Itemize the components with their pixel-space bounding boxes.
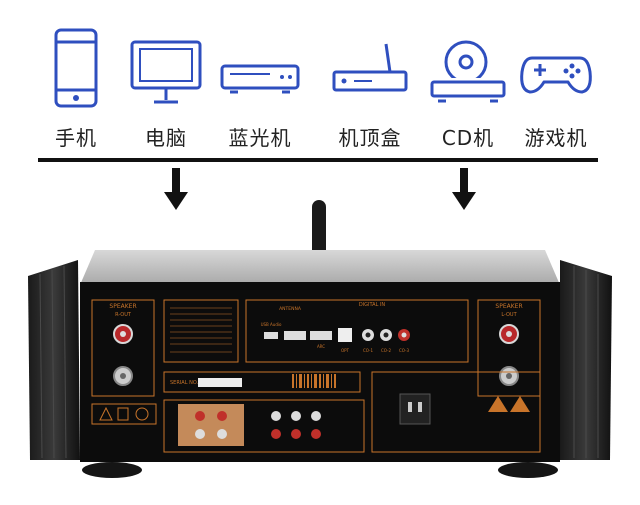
left-heatsink — [28, 260, 80, 460]
speaker-right-label: SPEAKER — [109, 303, 136, 310]
speaker-right-sub: R-OUT — [115, 312, 132, 318]
hdmi-arc-port[interactable] — [310, 331, 332, 340]
barcode — [292, 374, 336, 388]
monitor-icon — [130, 40, 202, 104]
bluray-player-icon — [220, 64, 300, 94]
gamepad-icon — [520, 56, 592, 94]
rca-input[interactable] — [311, 411, 321, 421]
cd-player-icon — [430, 40, 506, 103]
speaker-terminal[interactable] — [499, 366, 519, 386]
rca-input[interactable] — [291, 411, 301, 421]
device-console: 游戏机 — [508, 28, 604, 151]
speaker-left-label: SPEAKER — [495, 303, 522, 310]
rca-input[interactable] — [217, 429, 227, 439]
usb-label: USB Audio — [261, 322, 282, 327]
speaker-terminal[interactable] — [113, 366, 133, 386]
coax-label: CO-2 — [381, 348, 391, 353]
rca-input[interactable] — [217, 411, 227, 421]
device-label: 蓝光机 — [228, 126, 292, 150]
device-computer: 电脑 — [118, 28, 214, 151]
device-label: 手机 — [55, 126, 97, 150]
divider-line — [38, 158, 598, 162]
coax-label: CO-1 — [363, 348, 373, 353]
coax-label: CO-3 — [399, 348, 409, 353]
device-label: 游戏机 — [524, 126, 588, 150]
device-label: 机顶盒 — [338, 126, 402, 150]
hdmi-port[interactable] — [284, 331, 306, 340]
down-arrow-icon — [452, 168, 476, 210]
coax-port[interactable] — [398, 329, 410, 341]
coax-port[interactable] — [380, 329, 392, 341]
speaker-terminal[interactable] — [499, 324, 519, 344]
amplifier-rear-panel: SPEAKER R-OUT SPEAKER L-OUT ANTENNA DIGI… — [28, 200, 612, 478]
usb-port[interactable] — [264, 332, 278, 339]
device-phone: 手机 — [28, 28, 124, 151]
speaker-terminal[interactable] — [113, 324, 133, 344]
digital-in-label: DIGITAL IN — [359, 302, 386, 308]
source-devices-row: 手机 电脑 蓝光机 机顶盒 — [0, 0, 640, 150]
smartphone-icon — [54, 28, 98, 108]
hdmi-label: ARC — [317, 344, 325, 349]
rca-input[interactable] — [271, 411, 281, 421]
device-cd: CD机 — [420, 28, 516, 151]
rca-input[interactable] — [291, 429, 301, 439]
settop-box-icon — [332, 43, 408, 92]
opt-label: OPT — [341, 348, 350, 353]
right-heatsink — [560, 260, 612, 460]
speaker-left-sub: L-OUT — [501, 312, 517, 318]
warning-icons — [91, 403, 157, 425]
down-arrow-icon — [164, 168, 188, 210]
optical-port[interactable] — [338, 328, 352, 342]
coax-port[interactable] — [362, 329, 374, 341]
rca-input[interactable] — [271, 429, 281, 439]
device-label: CD机 — [441, 126, 495, 150]
rca-input[interactable] — [195, 429, 205, 439]
device-bluray: 蓝光机 — [212, 28, 308, 151]
power-inlet[interactable] — [399, 393, 431, 425]
rca-input[interactable] — [195, 411, 205, 421]
rca-input[interactable] — [311, 429, 321, 439]
antenna-label: ANTENNA — [279, 306, 302, 312]
device-settop: 机顶盒 — [322, 28, 418, 151]
serial-label: SERIAL NO. — [170, 380, 199, 386]
device-label: 电脑 — [145, 126, 187, 150]
